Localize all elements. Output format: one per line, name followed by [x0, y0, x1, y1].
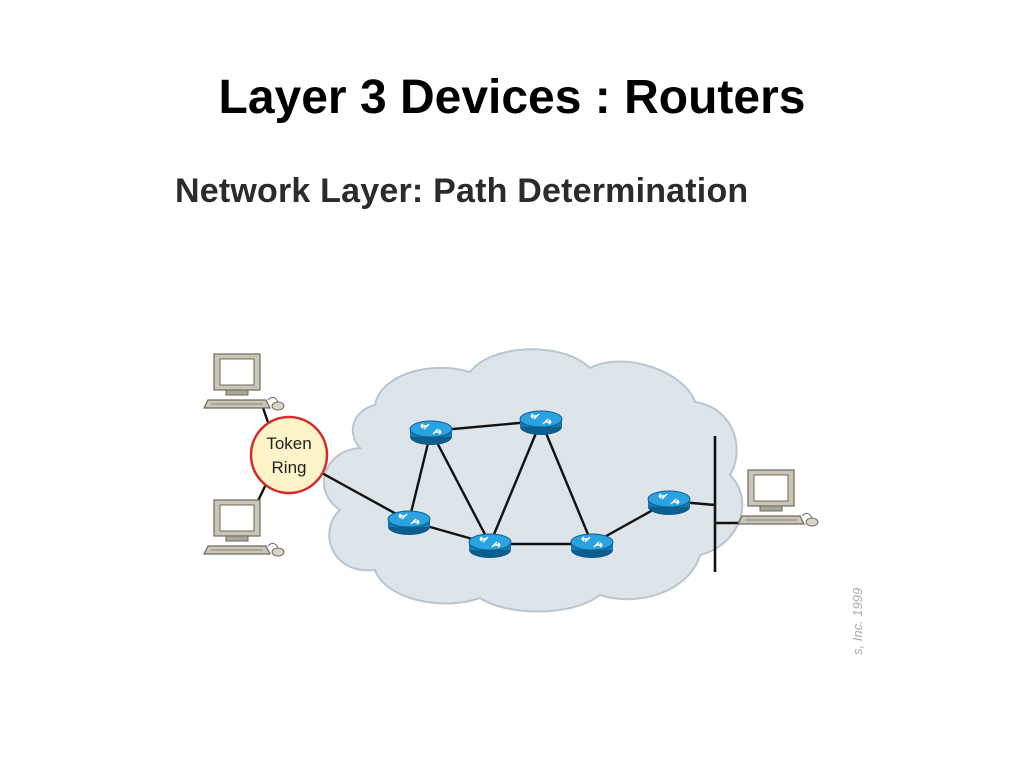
router-icon — [570, 533, 614, 559]
workstation-icon — [203, 499, 285, 557]
slide-title: Layer 3 Devices : Routers — [218, 71, 806, 124]
token-ring-icon: Token Ring — [249, 415, 329, 495]
figure-title: Network Layer: Path Determination — [175, 172, 749, 210]
token-ring-label-line1: Token — [266, 434, 311, 453]
network-cloud — [322, 348, 744, 613]
token-ring-label-line2: Ring — [272, 458, 307, 477]
router-icon — [387, 510, 431, 536]
router-icon — [519, 410, 563, 436]
router-icon — [468, 533, 512, 559]
workstation-icon — [203, 353, 285, 411]
router-icon — [409, 420, 453, 446]
copyright-credit: s, Inc. 1999 — [850, 588, 865, 655]
router-icon — [647, 490, 691, 516]
workstation-icon — [737, 469, 819, 527]
